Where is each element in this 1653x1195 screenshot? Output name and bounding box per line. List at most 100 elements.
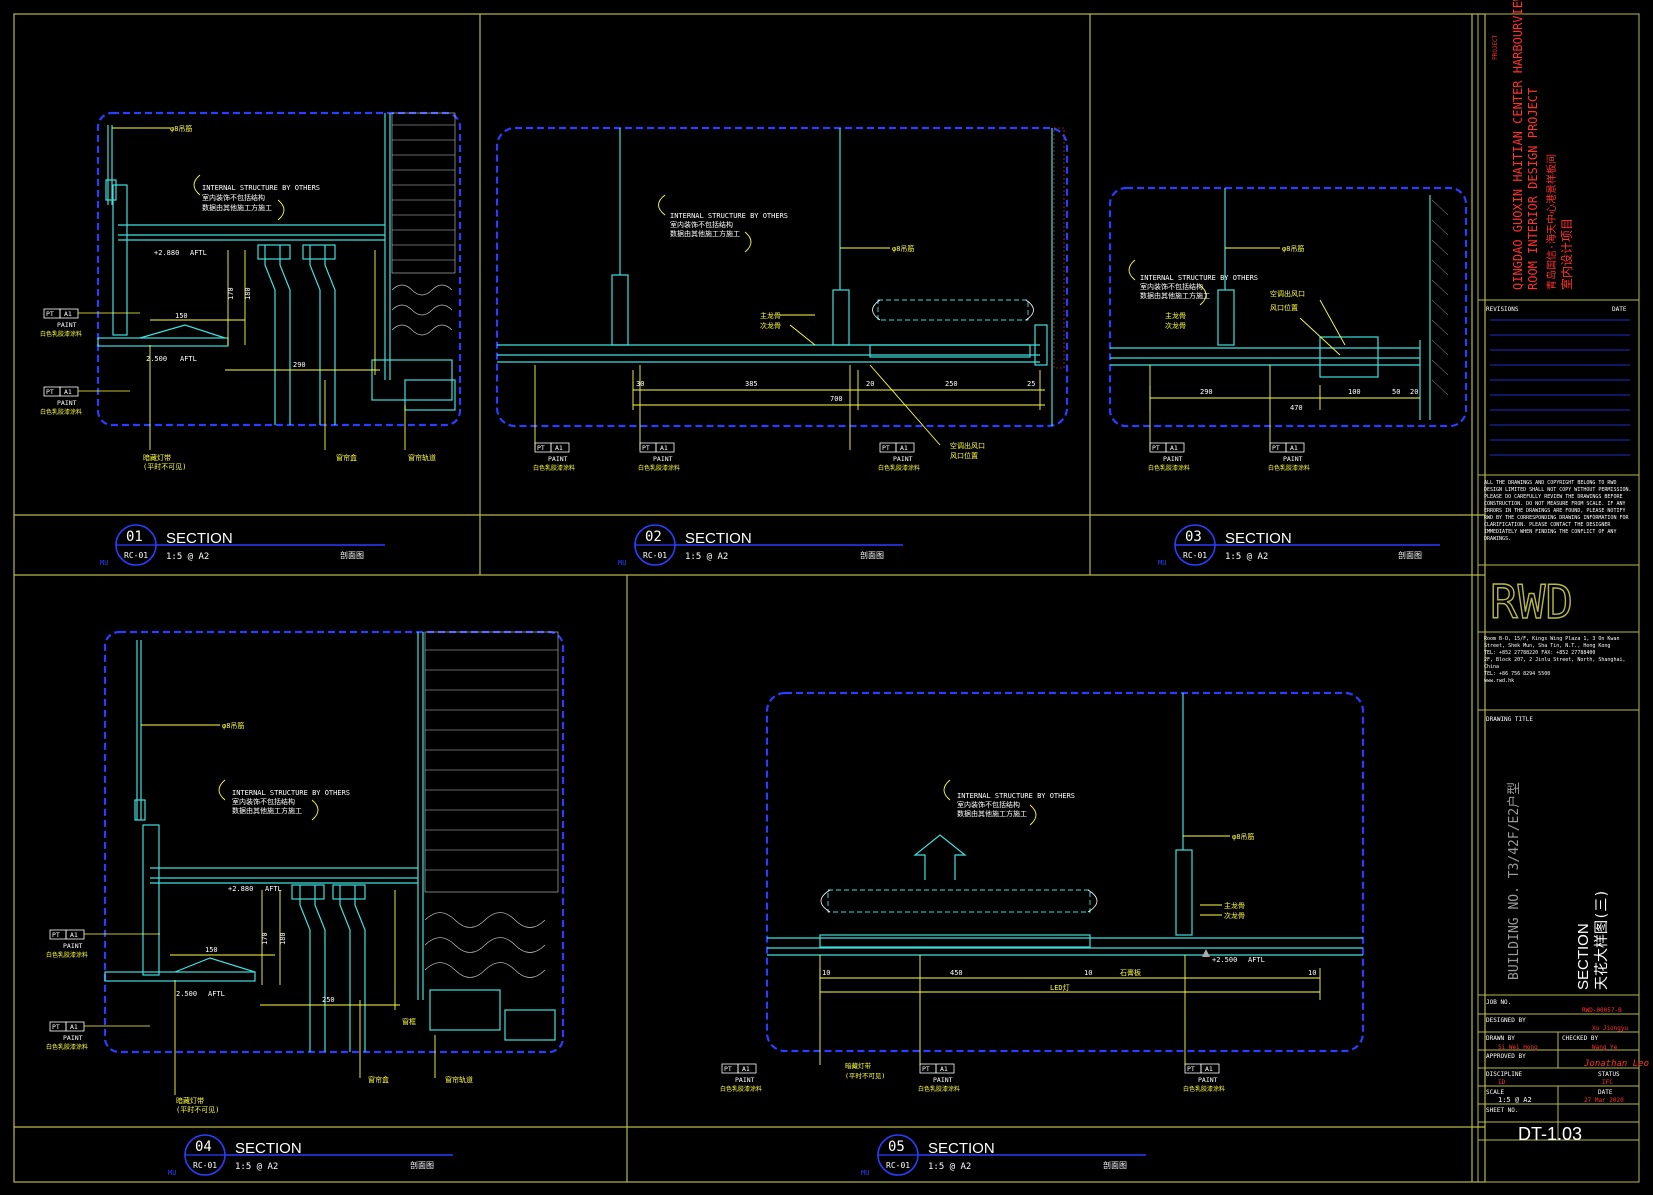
- section-03-drawing: φ8吊筋 INTERNAL STRUCTURE BY OTHERS 室内装饰不包…: [1108, 186, 1468, 472]
- section-05-internal-cn1: 室内装饰不包括结构: [957, 800, 1020, 809]
- section-05-internal-en: INTERNAL STRUCTURE BY OTHERS: [957, 792, 1075, 800]
- svg-text:A1: A1: [70, 1023, 78, 1031]
- section-03-number: 03: [1185, 529, 1202, 545]
- section-02-main-keel: 主龙骨: [760, 311, 781, 320]
- section-02-dim-385: 385: [745, 380, 758, 388]
- tb-date: 27 Mar 2020: [1584, 1097, 1624, 1104]
- section-04-drawing: φ8吊筋 INTERNAL STRUCTURE BY OTHERS 室内装饰不包…: [46, 630, 565, 1114]
- tb-designed: Xu Jiongyu: [1592, 1025, 1629, 1032]
- section-02-ref: RC-01: [643, 551, 667, 560]
- section-03-internal-en: INTERNAL STRUCTURE BY OTHERS: [1140, 274, 1258, 282]
- section-01-dim-170: 170: [227, 287, 235, 300]
- tb-drawn-label: DRAWN BY: [1486, 1035, 1515, 1042]
- svg-text:PT: PT: [52, 1023, 60, 1031]
- section-05-paint-tag-3: PT A1 PAINT 白色乳胶漆涂料: [1183, 1063, 1225, 1093]
- section-04-paint-tag-2: PT A1 PAINT 白色乳胶漆涂料: [46, 1021, 150, 1051]
- section-04-dim-170: 170: [261, 932, 269, 945]
- svg-text:PAINT: PAINT: [63, 942, 83, 950]
- section-05-led: LED灯: [1050, 983, 1070, 992]
- section-03-internal-cn1: 室内装饰不包括结构: [1140, 282, 1203, 291]
- section-05-dim-10c: 10: [1308, 969, 1316, 977]
- svg-text:A1: A1: [1290, 444, 1298, 452]
- section-04-level1: +2.880: [228, 885, 253, 893]
- section-01-aftl1: AFTL: [190, 249, 207, 257]
- svg-text:白色乳胶漆涂料: 白色乳胶漆涂料: [46, 1043, 88, 1051]
- svg-text:PAINT: PAINT: [893, 455, 913, 463]
- svg-text:PT: PT: [1272, 444, 1280, 452]
- svg-text:白色乳胶漆涂料: 白色乳胶漆涂料: [40, 330, 82, 338]
- section-05-title: SECTION: [928, 1140, 995, 1157]
- section-02-viewport: [495, 126, 1069, 428]
- section-03-dim-470: 470: [1290, 404, 1303, 412]
- svg-text:A1: A1: [1205, 1065, 1213, 1073]
- section-03-rod-label: φ8吊筋: [1282, 244, 1304, 253]
- svg-text:A1: A1: [742, 1065, 750, 1073]
- svg-text:白色乳胶漆涂料: 白色乳胶漆涂料: [1148, 464, 1190, 472]
- section-03-dim-20: 20: [1410, 388, 1418, 396]
- tb-designed-label: DESIGNED BY: [1486, 1017, 1526, 1024]
- tb-notes: ALL THE DRAWINGS AND COPYRIGHT BELONG TO…: [1484, 480, 1632, 542]
- title-block: PROJECT QINGDAO GUOXIN HAITIAN CENTER HA…: [1477, 0, 1649, 1183]
- section-01-viewport: [96, 111, 462, 427]
- section-02-dim-25: 25: [1027, 380, 1035, 388]
- section-01-title: SECTION: [166, 530, 233, 547]
- svg-text:白色乳胶漆涂料: 白色乳胶漆涂料: [40, 408, 82, 416]
- svg-text:RWD: RWD: [1490, 575, 1573, 629]
- tb-date-label: DATE: [1612, 306, 1627, 313]
- section-05-internal-cn2: 数据由其他施工方施工: [957, 809, 1027, 818]
- section-05-paint-tag-1: PT A1 PAINT 白色乳胶漆涂料: [720, 1063, 762, 1093]
- sheet-frame: [13, 13, 1486, 1183]
- section-05-dim-10b: 10: [1084, 969, 1092, 977]
- section-03-note-return: 风口位置: [1270, 303, 1298, 312]
- tb-address: Room B-D, 15/F, Kings Wing Plaza 1, 3 On…: [1484, 636, 1625, 684]
- svg-text:PAINT: PAINT: [57, 399, 77, 407]
- section-05-gypsum: 石膏板: [1120, 968, 1141, 977]
- tb-drawn: Si Wei Hong: [1498, 1044, 1538, 1051]
- section-02-cn: 剖面图: [860, 550, 884, 560]
- tb-approved-label: APPROVED BY: [1486, 1053, 1526, 1060]
- section-03-dim-100: 100: [1348, 388, 1361, 396]
- tb-checked: Wang Ye: [1592, 1044, 1618, 1051]
- section-04-dim-150: 150: [205, 946, 218, 954]
- section-02-title: SECTION: [685, 530, 752, 547]
- svg-text:(平时不可见): (平时不可见): [845, 1071, 885, 1080]
- section-02-internal-cn2: 数据由其他施工方施工: [670, 229, 740, 238]
- svg-text:PT: PT: [724, 1065, 732, 1073]
- tb-job-no: RWD-00057-B: [1582, 1007, 1622, 1014]
- section-01-paint-tag-2: PT A1 PAINT 白色乳胶漆涂料: [40, 386, 130, 416]
- svg-text:白色乳胶漆涂料: 白色乳胶漆涂料: [878, 464, 920, 472]
- section-04-internal-cn1: 室内装饰不包括结构: [232, 797, 295, 806]
- tb-checked-label: CHECKED BY: [1562, 1035, 1599, 1042]
- tb-drawing-title-cn: 天花大样图(三): [1594, 889, 1610, 990]
- svg-text:PT: PT: [537, 444, 545, 452]
- section-02-sub-keel: 次龙骨: [760, 321, 781, 330]
- svg-text:PAINT: PAINT: [548, 455, 568, 463]
- svg-text:PT: PT: [46, 310, 54, 318]
- svg-text:PT: PT: [1152, 444, 1160, 452]
- section-01-level2: 2.500: [146, 355, 167, 363]
- section-03-paint-tag-2: PT A1 PAINT 白色乳胶漆涂料: [1268, 442, 1310, 472]
- section-03-dim-50: 50: [1392, 388, 1400, 396]
- section-03-cn: 剖面图: [1398, 550, 1422, 560]
- section-02-dim-20: 20: [866, 380, 874, 388]
- section-01-ref: RC-01: [124, 551, 148, 560]
- section-01-aftl2: AFTL: [180, 355, 197, 363]
- section-title-02: 02 RC-01 SECTION 1:5 @ A2 剖面图 MU: [618, 524, 903, 567]
- section-01-internal-en: INTERNAL STRUCTURE BY OTHERS: [202, 184, 320, 192]
- section-title-04: 04 RC-01 SECTION 1:5 @ A2 剖面图 MU: [168, 1134, 453, 1177]
- section-04-rod-label: φ8吊筋: [222, 721, 244, 730]
- tb-approved: Jonathan Leo: [1583, 1059, 1649, 1069]
- tb-project-en1: QINGDAO GUOXIN HAITIAN CENTER HARBOURVIE…: [1511, 0, 1525, 290]
- section-05-dim-450: 450: [950, 969, 963, 977]
- section-05-cn: 剖面图: [1103, 1160, 1127, 1170]
- svg-text:PT: PT: [52, 931, 60, 939]
- svg-text:A1: A1: [70, 931, 78, 939]
- section-02-drawing: φ8吊筋 INTERNAL STRUCTURE BY OTHERS 室内装饰不包…: [495, 126, 1069, 472]
- svg-text:PT: PT: [1187, 1065, 1195, 1073]
- section-04-note-light: 暗藏灯带: [176, 1096, 204, 1105]
- section-03-viewport: [1108, 186, 1468, 428]
- svg-text:PAINT: PAINT: [933, 1076, 953, 1084]
- section-04-aftl2: AFTL: [208, 990, 225, 998]
- section-01-level1: +2.880: [154, 249, 179, 257]
